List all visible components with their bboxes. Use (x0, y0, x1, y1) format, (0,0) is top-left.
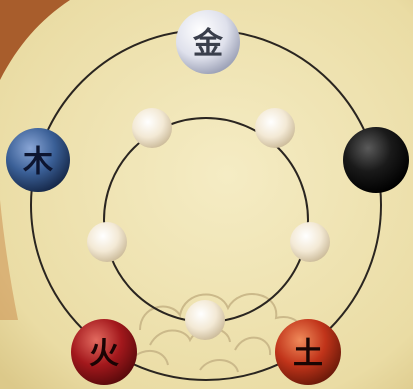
metal-glyph: 金 (192, 27, 224, 62)
element-fire[interactable]: 火 (71, 319, 137, 385)
water-orb[interactable] (343, 127, 409, 193)
wood-glyph: 木 (22, 145, 53, 180)
pearl-top-left[interactable] (132, 108, 172, 148)
element-wood[interactable]: 木 (6, 128, 70, 192)
element-water[interactable] (343, 127, 409, 193)
element-metal[interactable]: 金 (176, 10, 240, 74)
element-earth[interactable]: 土 (275, 319, 341, 385)
pearl-top-right[interactable] (255, 108, 295, 148)
earth-glyph: 土 (293, 337, 323, 372)
pearl-bottom[interactable] (185, 300, 225, 340)
pearl-left[interactable] (87, 222, 127, 262)
pearl-right[interactable] (290, 222, 330, 262)
fire-glyph: 火 (89, 337, 119, 372)
